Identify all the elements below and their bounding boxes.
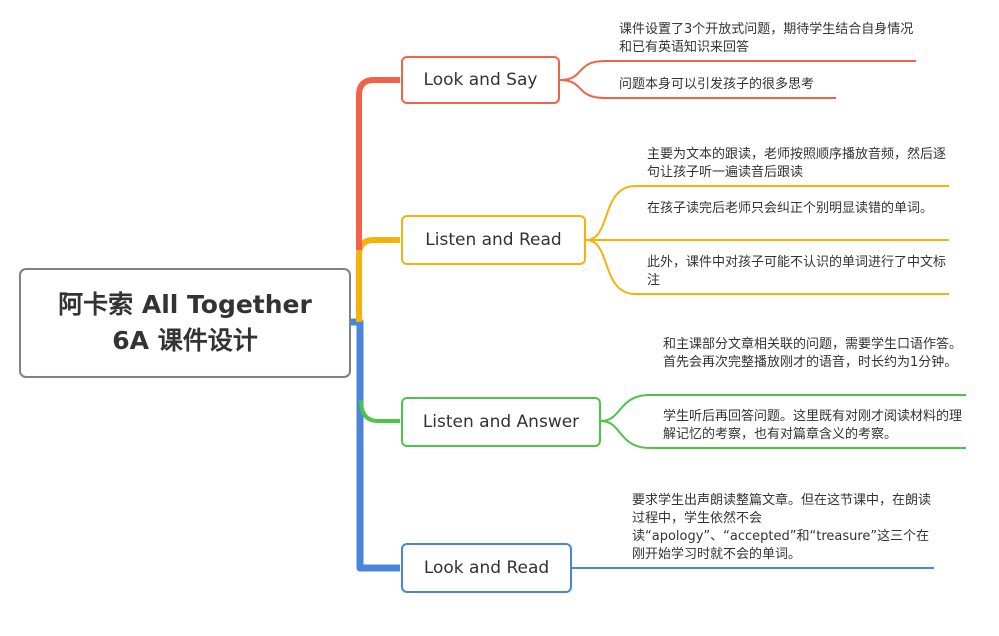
trunk-listen-read xyxy=(356,237,400,322)
branch-label: Listen and Answer xyxy=(422,412,580,432)
note-look-say-1: 课件设置了3个开放式问题，期待学生结合自身情况和已有英语知识来回答 xyxy=(619,22,914,55)
note-listen-read-2: 在孩子读完后老师只会纠正个别明显读错的单词。 xyxy=(647,201,934,216)
branch-look-and-read[interactable]: Look and Read xyxy=(401,543,572,593)
note-listen-answer-1: 和主课部分文章相关联的问题，需要学生口语作答。首先会再次完整播放刚才的语音，时长… xyxy=(663,337,963,370)
central-topic-line2: 6A 课件设计 xyxy=(112,326,258,355)
branch-label: Look and Read xyxy=(423,558,550,578)
branch-label: Look and Say xyxy=(423,70,538,90)
branch-label: Listen and Read xyxy=(425,230,562,250)
connector-listen-answer-2 xyxy=(600,420,966,449)
connector-look-say-2 xyxy=(559,79,836,99)
branch-listen-and-read[interactable]: Listen and Read xyxy=(401,215,586,265)
trunk-listen-answer xyxy=(359,399,400,423)
central-topic-line1: 阿卡索 All Together xyxy=(58,290,312,319)
note-listen-read-1: 主要为文本的跟读，老师按照顺序播放音频，然后逐句让孩子听一遍读音后跟读 xyxy=(647,147,947,180)
branch-look-and-say[interactable]: Look and Say xyxy=(401,56,560,104)
connector-listen-answer-1 xyxy=(600,394,966,422)
central-topic[interactable]: 阿卡索 All Together 6A 课件设计 xyxy=(19,268,351,378)
note-listen-read-3: 此外，课件中对孩子可能不认识的单词进行了中文标注 xyxy=(647,255,947,288)
note-look-say-2: 问题本身可以引发孩子的很多思考 xyxy=(619,77,815,92)
trunk-look-read xyxy=(351,318,400,572)
connector-listen-read-3 xyxy=(585,239,949,295)
connector-listen-read-1 xyxy=(585,185,949,241)
note-look-read-1: 要求学生出声朗读整篇文章。但在这节课中，在朗读过程中，学生依然不会读“apolo… xyxy=(632,493,932,562)
connector-look-say-1 xyxy=(559,60,916,81)
trunk-look-say xyxy=(356,77,400,250)
branch-listen-and-answer[interactable]: Listen and Answer xyxy=(401,397,601,447)
note-listen-answer-2: 学生听后再回答问题。这里既有对刚才阅读材料的理解记忆的考察，也有对篇章含义的考察… xyxy=(663,409,963,442)
